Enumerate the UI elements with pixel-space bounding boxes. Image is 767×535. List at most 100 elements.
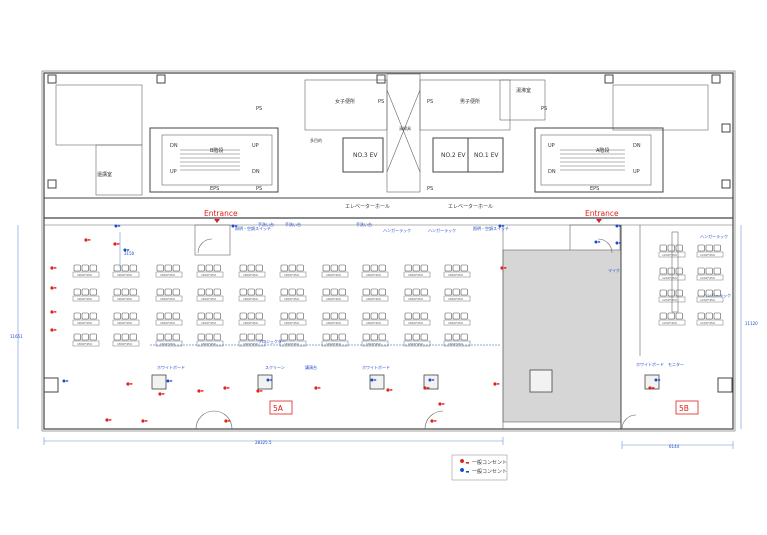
desk-unit-5b: 1200*450	[658, 244, 686, 258]
desk-unit-5b: 1200*450	[658, 267, 686, 281]
handwash-label-2: 手洗い台	[285, 221, 301, 227]
desk-unit: 1800*450	[155, 312, 183, 326]
desk-unit: 1800*450	[361, 333, 389, 347]
double-outlet-icon	[648, 386, 655, 390]
desk-label: 1800*450	[284, 321, 299, 325]
ev1-label: NO.1 EV	[474, 152, 499, 159]
projector-label: プロジェクター	[258, 338, 286, 344]
desk-unit: 1800*450	[112, 333, 140, 347]
stair-b-up: UP	[252, 143, 259, 149]
double-outlet-icon	[105, 418, 112, 422]
desk-label-5b: 1200*450	[662, 321, 677, 325]
double-outlet-icon	[500, 266, 507, 270]
desk-unit: 1800*450	[403, 264, 431, 278]
ev-hall-left-label: エレベーターホール	[345, 203, 390, 210]
single-outlet-icon	[428, 378, 435, 382]
desk-label: 1800*450	[77, 273, 92, 277]
desk-label: 1800*450	[448, 342, 463, 346]
room-5b-partition	[639, 225, 679, 356]
monitor-label: モニター	[668, 361, 684, 367]
double-outlet-icon	[256, 389, 263, 393]
entrance-right[interactable]: Entrance	[585, 209, 619, 218]
desk-unit-5b: 1200*450	[696, 267, 724, 281]
desk-label: 1800*450	[201, 273, 216, 277]
desk-label: 1800*450	[448, 297, 463, 301]
ev-hall-right-label: エレベーターホール	[448, 203, 493, 210]
room-5b-frame	[675, 400, 699, 415]
desk-label: 1800*450	[326, 273, 341, 277]
av-equipment: プロジェクター ホワイトボード スクリーン 講演台 ホワイトボード ホワイトボー…	[150, 338, 684, 390]
desk-unit-5b: 1200*450	[696, 244, 724, 258]
desk-label: 1800*450	[117, 273, 132, 277]
desk-unit: 1800*450	[443, 288, 471, 302]
desk-label: 1800*450	[77, 342, 92, 346]
desk-unit: 1800*450	[72, 333, 100, 347]
stair-a-up: UP	[548, 143, 555, 149]
stair-a-label: A階段	[596, 147, 609, 154]
double-outlet-icon	[197, 389, 204, 393]
desk-label: 1800*450	[243, 273, 258, 277]
desk-label: 1800*450	[117, 342, 132, 346]
multi-wc-label: 多目的	[310, 137, 322, 143]
desk-unit: 1800*450	[155, 288, 183, 302]
column-marks	[43, 74, 733, 393]
eps-right: EPS	[590, 186, 599, 192]
stair-b-dn-2: DN	[252, 169, 260, 175]
desk-unit: 1800*450	[238, 288, 266, 302]
desk-unit: 1800*450	[443, 312, 471, 326]
single-outlet-icon	[654, 378, 661, 382]
desk-label: 1800*450	[326, 342, 341, 346]
desk-unit: 1800*450	[196, 312, 224, 326]
entrance-left[interactable]: Entrance	[204, 209, 238, 218]
double-outlet-icon	[126, 382, 133, 386]
mic-label: マイク	[608, 267, 620, 273]
legend-single-outlet: 一般コンセント	[472, 468, 507, 475]
desk-unit: 1800*450	[112, 312, 140, 326]
desk-unit: 1800*450	[72, 288, 100, 302]
double-outlet-icon	[50, 328, 57, 332]
hanger-label-5b-2: ハンガーラック	[703, 292, 731, 298]
storage-right-label: 湯沸室	[516, 87, 531, 94]
whiteboard-label-1: ホワイトボード	[157, 364, 185, 370]
desk-label: 1800*450	[284, 297, 299, 301]
desk-unit-5b: 1200*450	[658, 312, 686, 326]
desk-label: 1800*450	[408, 297, 423, 301]
storage-left-label: 還講室	[97, 171, 112, 178]
desk-label-5b: 1200*450	[662, 298, 677, 302]
dim-total-width: 28325.5	[255, 440, 272, 445]
desk-grid-5b: 1200*450 1200*450 1200*450 1200*450 1200*450…	[658, 244, 724, 326]
handwash-label-3: 手洗い台	[356, 221, 372, 227]
desk-unit: 1800*450	[196, 333, 224, 347]
mens-wc-label: 男子便所	[460, 98, 480, 105]
double-outlet-icon	[223, 386, 230, 390]
desk-label: 1800*450	[160, 273, 175, 277]
room-5b-label[interactable]: 5B	[679, 404, 689, 413]
screen-label: スクリーン	[265, 364, 285, 370]
desk-unit: 1800*450	[279, 333, 307, 347]
desk-unit: 1800*450	[361, 264, 389, 278]
ps-1: PS	[378, 99, 384, 105]
single-outlet-icon	[594, 240, 601, 244]
eps-left: EPS	[210, 186, 219, 192]
room-5a-label[interactable]: 5A	[273, 404, 284, 413]
desk-label: 1800*450	[408, 342, 423, 346]
outlet-markers	[50, 224, 661, 423]
double-outlet-icon	[423, 386, 430, 390]
ps-2: PS	[427, 99, 433, 105]
podium-label: 講演台	[305, 364, 317, 370]
desk-label: 1800*450	[408, 321, 423, 325]
desk-label: 1800*450	[448, 273, 463, 277]
outer-wall-inner-line	[41, 70, 736, 432]
desk-label-5b: 1200*450	[700, 298, 715, 302]
dim-mid-width: 3150	[124, 251, 135, 256]
ps-4: PS	[256, 186, 262, 192]
desk-unit: 1800*450	[279, 264, 307, 278]
double-outlet-icon	[438, 402, 445, 406]
dim-5b-width: 6144	[669, 444, 680, 449]
desk-label: 1800*450	[326, 297, 341, 301]
structural-core-block	[502, 225, 622, 429]
double-outlet-icon	[141, 419, 148, 423]
desk-unit: 1800*450	[72, 312, 100, 326]
entrance-left-arrow-icon	[214, 219, 220, 223]
desk-label: 1800*450	[201, 321, 216, 325]
